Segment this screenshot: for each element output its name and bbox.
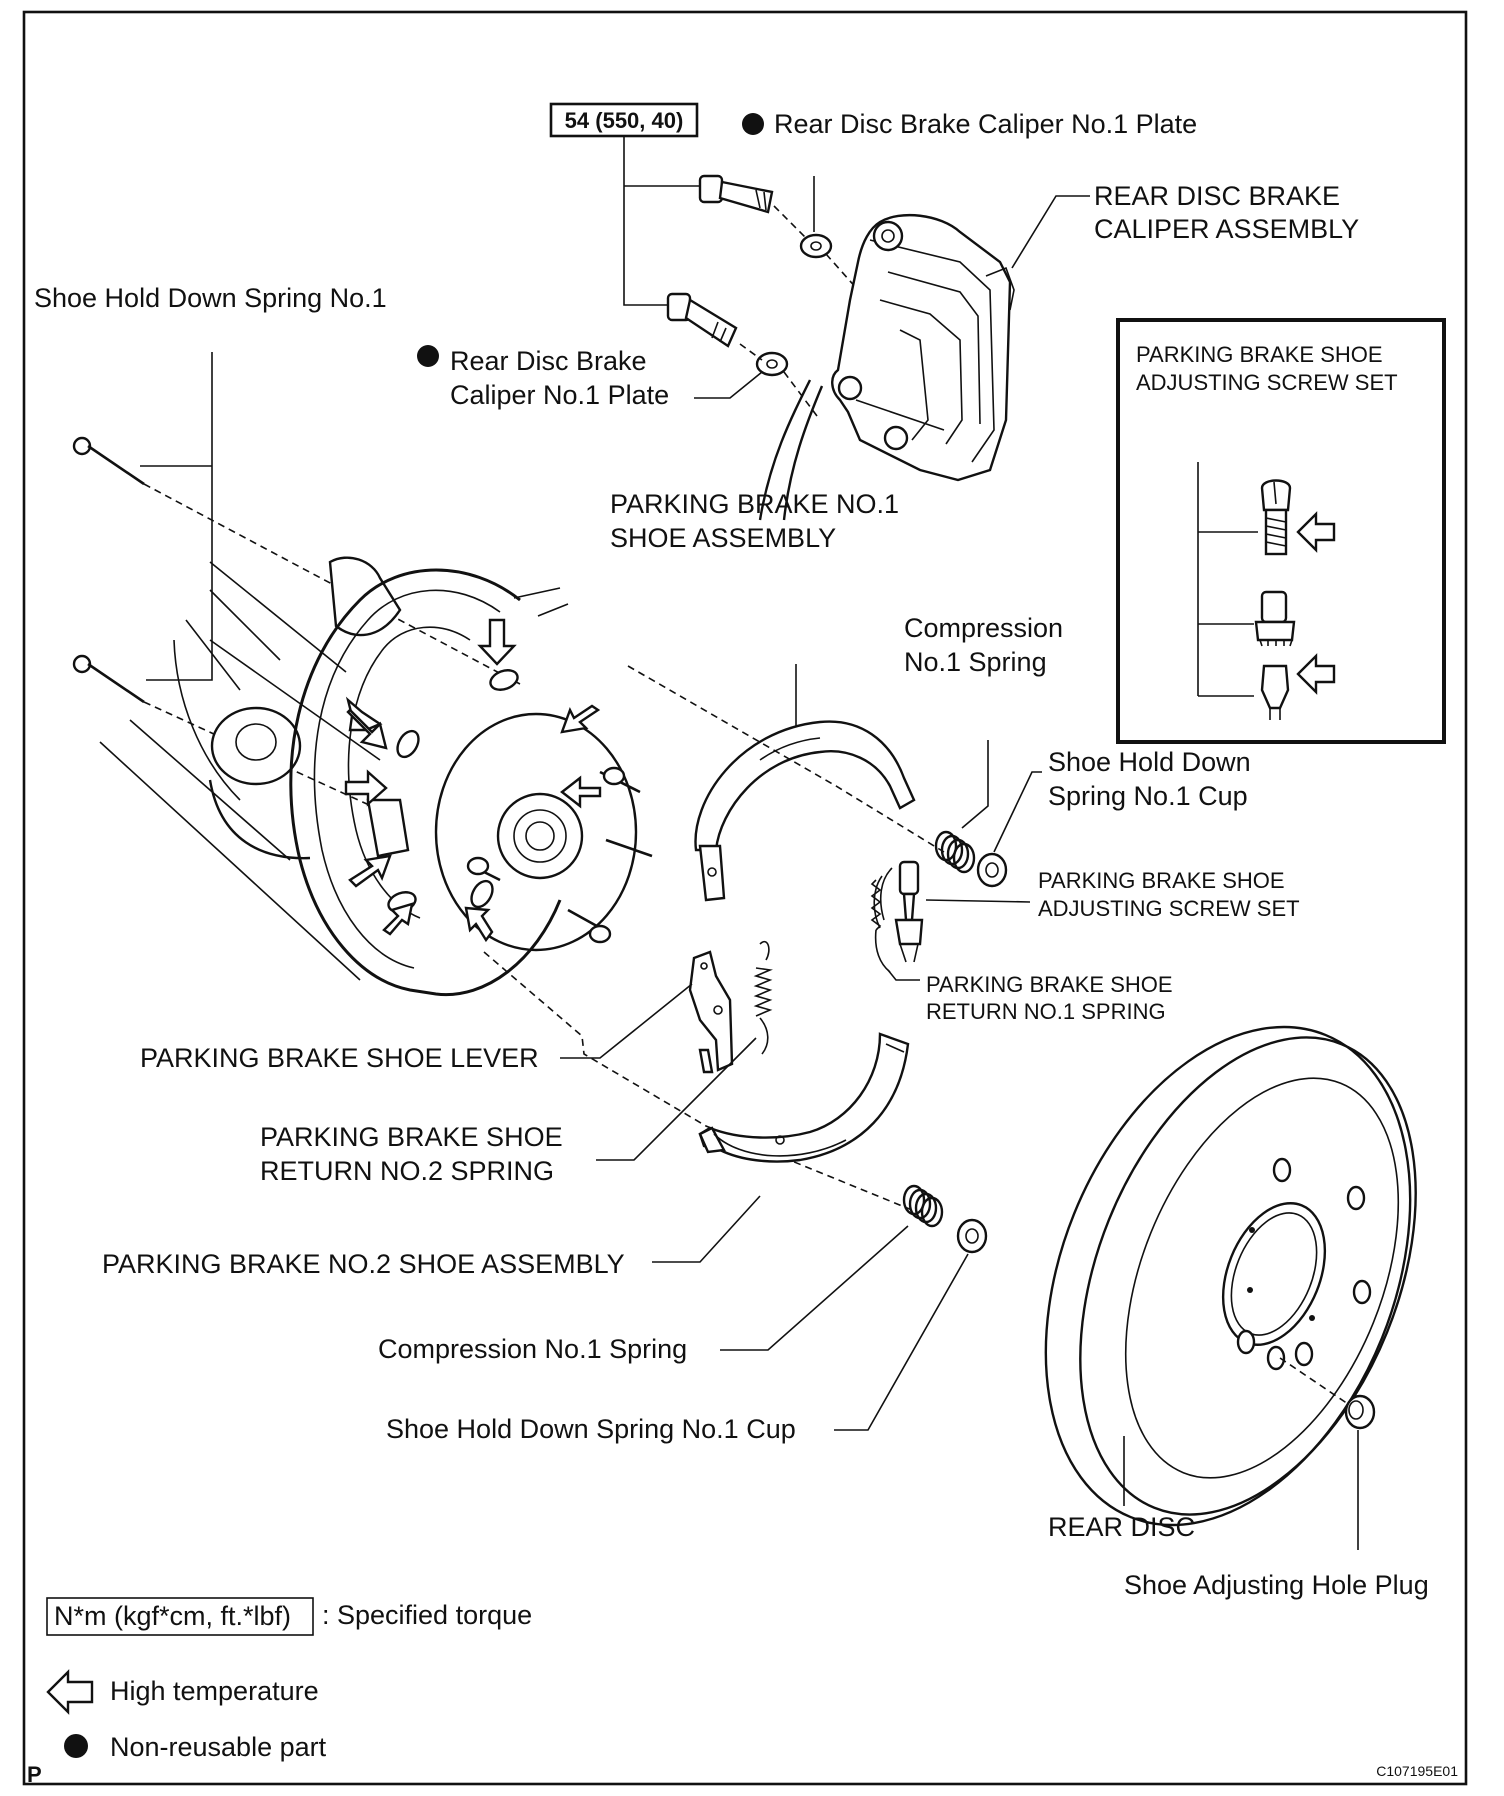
caliper-plate-washer-upper	[799, 233, 833, 259]
backing-plate-slot	[489, 669, 519, 691]
legend-high-temp-icon	[46, 1669, 94, 1715]
inset-title-1: PARKING BRAKE SHOE	[1136, 342, 1383, 367]
label-rear-disc: REAR DISC	[1048, 1512, 1195, 1542]
label-caliper-plate-mid-2: Caliper No.1 Plate	[450, 380, 669, 410]
inset-adjusting-wheel	[1254, 590, 1296, 647]
caliper-plate-mid-leader	[694, 371, 763, 399]
return-no1-leader	[887, 969, 920, 981]
return-no2-leader	[596, 1037, 757, 1161]
hold-down-pin-lower	[72, 654, 381, 811]
caliper-bolt-upper	[698, 174, 774, 214]
compression-top-leader	[961, 740, 989, 829]
shoe-lever-leader	[560, 983, 693, 1059]
torque-spec-value: 54 (550, 40)	[565, 108, 684, 133]
high-temp-arrows-plate	[344, 618, 602, 943]
legend-torque-box	[46, 1597, 314, 1636]
torque-leader	[623, 136, 700, 306]
legend-high-temp-text: High temperature	[110, 1676, 319, 1706]
backing-plate	[289, 568, 569, 997]
rear-disc-brake-caliper-assembly	[831, 213, 1015, 482]
legend-non-reusable-text: Non-reusable part	[110, 1732, 327, 1762]
caliper-bolt-lower	[666, 292, 738, 348]
non-reusable-dot-top	[742, 113, 764, 135]
label-cup-bottom: Shoe Hold Down Spring No.1 Cup	[386, 1414, 796, 1444]
label-cup-top-2: Spring No.1 Cup	[1048, 781, 1248, 811]
label-caliper-plate-top: Rear Disc Brake Caliper No.1 Plate	[774, 109, 1197, 139]
diagram-frame	[22, 10, 1468, 1786]
legend-torque-box-text: N*m (kgf*cm, ft.*lbf)	[54, 1601, 291, 1631]
legend-non-reusable-icon	[64, 1734, 88, 1758]
label-no2-shoe: PARKING BRAKE NO.2 SHOE ASSEMBLY	[102, 1249, 625, 1279]
cup-top-leader	[993, 771, 1042, 853]
anchor-block	[366, 798, 410, 858]
footer-left-mark: P	[27, 1762, 42, 1787]
return-no2-spring	[753, 940, 773, 1055]
footer-figure-code: C107195E01	[1376, 1763, 1458, 1779]
inset-box	[1116, 318, 1446, 744]
adjusting-screw-set	[873, 860, 924, 963]
label-shoe-lever: PARKING BRAKE SHOE LEVER	[140, 1043, 539, 1073]
compression-bottom-leader	[720, 1225, 909, 1351]
label-caliper-assembly-2: CALIPER ASSEMBLY	[1094, 214, 1359, 244]
shoe-adjusting-hole-plug	[1344, 1394, 1376, 1430]
label-compression-top-2: No.1 Spring	[904, 647, 1047, 677]
label-hole-plug: Shoe Adjusting Hole Plug	[1124, 1570, 1429, 1600]
no2-shoe-leader	[652, 1195, 761, 1263]
compression-spring-bottom	[902, 1184, 944, 1228]
label-return-no1-2: RETURN NO.1 SPRING	[926, 999, 1166, 1024]
compression-spring-top	[934, 830, 976, 874]
rear-disc	[1044, 1025, 1417, 1527]
axle-hub	[434, 712, 653, 952]
inset-adjusting-nut	[1260, 664, 1290, 720]
label-no1-shoe-1: PARKING BRAKE NO.1	[610, 489, 899, 519]
caliper-assembly-leader	[1011, 195, 1090, 269]
label-no1-shoe-2: SHOE ASSEMBLY	[610, 523, 836, 553]
hold-down-pin-upper	[72, 436, 521, 685]
label-caliper-assembly-1: REAR DISC BRAKE	[1094, 181, 1340, 211]
label-adjusting-set-2: ADJUSTING SCREW SET	[1038, 896, 1300, 921]
hold-down-spring-leader	[140, 352, 213, 681]
label-caliper-plate-mid-1: Rear Disc Brake	[450, 346, 647, 376]
brake-hose	[758, 379, 812, 521]
non-reusable-dot-mid	[417, 345, 439, 367]
inset-adjusting-screw	[1260, 479, 1292, 556]
parking-brake-shoe-lever	[688, 950, 734, 1074]
inset-leaders	[1197, 462, 1258, 697]
legend-torque-text: : Specified torque	[322, 1600, 532, 1630]
label-adjusting-set-1: PARKING BRAKE SHOE	[1038, 868, 1285, 893]
label-return-no1-1: PARKING BRAKE SHOE	[926, 972, 1173, 997]
label-cup-top-1: Shoe Hold Down	[1048, 747, 1251, 777]
inset-high-temp-arrow-2	[1296, 653, 1336, 695]
centerline-no1-shoe	[627, 665, 945, 853]
caliper-plate-washer-lower	[755, 351, 789, 377]
hold-down-cup-bottom	[956, 1218, 988, 1254]
parking-brake-no1-shoe	[694, 720, 916, 902]
axle-carrier-assembly	[99, 556, 402, 981]
label-compression-top-1: Compression	[904, 613, 1063, 643]
parking-brake-no2-shoe	[698, 1032, 910, 1163]
inset-title-2: ADJUSTING SCREW SET	[1136, 370, 1398, 395]
adjusting-set-leader	[925, 899, 1031, 903]
cup-bottom-leader	[834, 1253, 969, 1431]
label-return-no2-2: RETURN NO.2 SPRING	[260, 1156, 554, 1186]
inset-high-temp-arrow-1	[1296, 511, 1336, 553]
label-hold-down-spring-top: Shoe Hold Down Spring No.1	[34, 283, 387, 313]
label-compression-bottom: Compression No.1 Spring	[378, 1334, 687, 1364]
label-return-no2-1: PARKING BRAKE SHOE	[260, 1122, 563, 1152]
hold-down-cup-top	[976, 852, 1008, 888]
return-no1-spring	[870, 879, 891, 973]
